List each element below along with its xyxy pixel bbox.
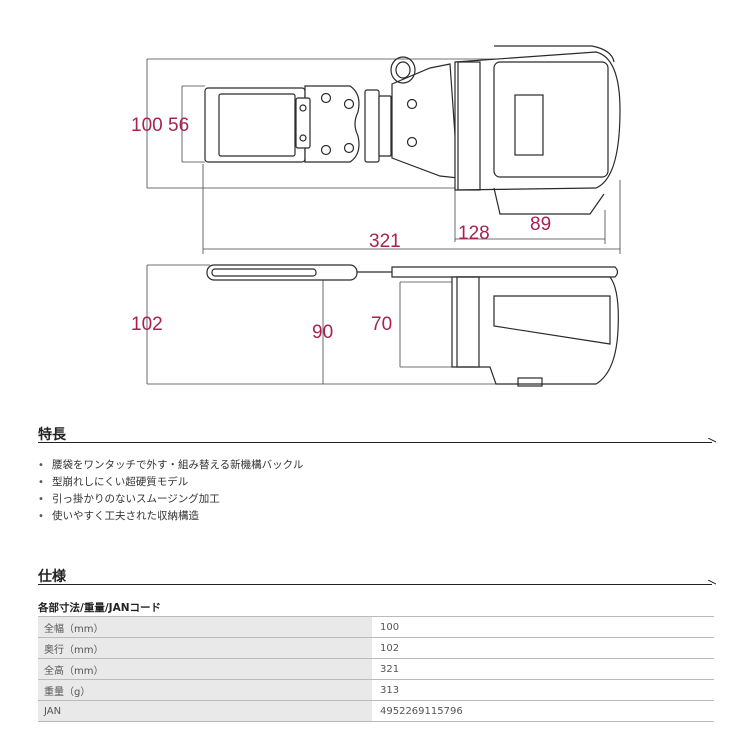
spec-label: JAN (38, 700, 372, 722)
spec-value: 100 (372, 616, 714, 638)
dim-pouch-depth: 70 (371, 314, 392, 335)
specs-heading: 仕様 (38, 569, 66, 585)
spec-label: 全高（mm） (38, 658, 372, 680)
dim-pouch-inner: 89 (530, 214, 551, 235)
feature-item: 型崩れしにくい超硬質モデル (38, 474, 303, 491)
dim-loop-height: 90 (312, 322, 333, 343)
table-row: 全高（mm） 321 (38, 658, 714, 680)
arrow-right-icon (708, 580, 716, 585)
dim-top-height: 100 (131, 115, 163, 136)
table-row: JAN 4952269115796 (38, 700, 714, 722)
specs-divider (38, 580, 716, 585)
arrow-right-icon (708, 438, 716, 443)
product-dimension-drawing: 100 56 321 128 89 102 90 70 (131, 45, 621, 387)
table-row: 全幅（mm） 100 (38, 616, 714, 638)
pouch-side-view (451, 276, 619, 387)
dim-total-length: 321 (369, 231, 401, 252)
spec-label: 奥行（mm） (38, 637, 372, 659)
strap-side-view (206, 264, 619, 281)
features-heading: 特長 (38, 427, 66, 443)
spec-value: 102 (372, 637, 714, 659)
dim-pouch-width: 128 (458, 223, 490, 244)
spec-table: 全幅（mm） 100 奥行（mm） 102 全高（mm） 321 重量（g） 3… (38, 616, 714, 722)
dim-side-depth: 102 (131, 314, 163, 335)
spec-label: 重量（g） (38, 679, 372, 701)
feature-item: 使いやすく工夫された収納構造 (38, 508, 303, 525)
belt-loop-top-view (204, 85, 360, 163)
spec-value: 313 (372, 679, 714, 701)
table-row: 奥行（mm） 102 (38, 637, 714, 659)
feature-item: 引っ掛かりのないスムージング加工 (38, 491, 303, 508)
spec-value: 4952269115796 (372, 700, 714, 722)
pouch-top-view (454, 45, 621, 215)
specs-caption: 各部寸法/重量/JANコード (38, 602, 161, 614)
spec-value: 321 (372, 658, 714, 680)
features-divider (38, 438, 716, 443)
table-row: 重量（g） 313 (38, 679, 714, 701)
dim-buckle-height: 56 (168, 115, 189, 136)
feature-item: 腰袋をワンタッチで外す・組み替える新機構バックル (38, 457, 303, 474)
buckle-top-view (364, 56, 459, 179)
spec-label: 全幅（mm） (38, 616, 372, 638)
features-list: 腰袋をワンタッチで外す・組み替える新機構バックル 型崩れしにくい超硬質モデル 引… (38, 457, 303, 525)
